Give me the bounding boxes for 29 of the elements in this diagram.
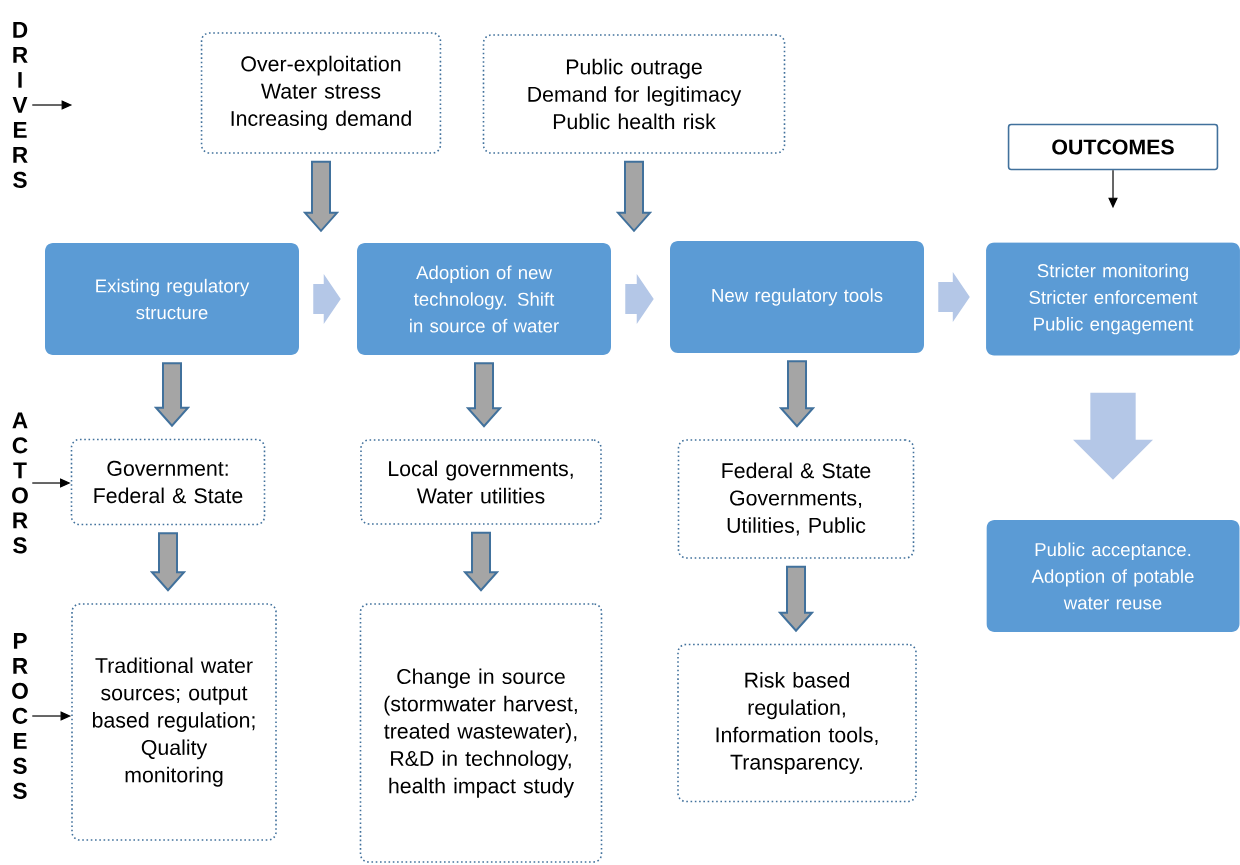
vertical-label: DRIVERS <box>12 22 28 188</box>
process-box: Existing regulatory structure <box>45 243 299 355</box>
vertical-label: PROCESS <box>12 633 28 799</box>
block-arrow <box>462 531 500 592</box>
block-arrow <box>149 532 187 592</box>
block-arrow <box>625 274 654 324</box>
block-arrow <box>313 274 341 324</box>
vertical-label: ACTORS <box>12 412 28 554</box>
block-arrow <box>778 360 816 428</box>
block-arrow <box>1073 392 1153 480</box>
heading-box: OUTCOMES <box>1007 123 1219 171</box>
dotted-box: Local governments, Water utilities <box>360 439 602 525</box>
block-arrow <box>153 362 191 428</box>
process-box: Adoption of new technology. Shift in source of water <box>357 243 611 355</box>
dotted-box: Government: Federal & State <box>70 438 266 526</box>
block-arrow <box>302 160 340 233</box>
block-arrow <box>465 362 503 428</box>
block-arrow <box>615 160 653 233</box>
process-box: New regulatory tools <box>670 241 924 353</box>
dotted-box: Traditional water sources; output based regulation; Quality monitoring <box>71 603 277 841</box>
block-arrow <box>938 272 970 322</box>
dotted-box: Change in source (stormwater harvest, treated wastewater), R&D in technology, health impact study <box>359 603 603 863</box>
dotted-box: Public outrage Demand for legitimacy Public health risk <box>482 34 786 154</box>
dotted-box: Federal & State Governments, Utilities, Public <box>677 439 915 559</box>
dotted-box: Over-exploitation Water stress Increasing demand <box>200 32 442 154</box>
process-box: Stricter monitoring Stricter enforcement Public engagement <box>986 242 1240 356</box>
dotted-box: Risk based regulation, Information tools, Transparency. <box>677 643 917 803</box>
block-arrow <box>777 565 815 633</box>
process-box: Public acceptance. Adoption of potable water reuse <box>986 520 1240 632</box>
